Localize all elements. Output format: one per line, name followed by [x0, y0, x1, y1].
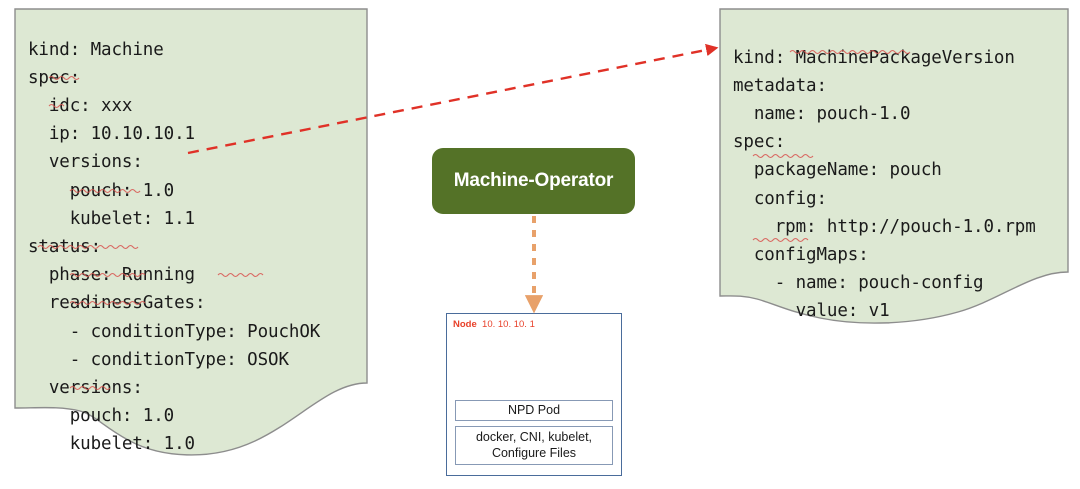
- npd-pod-box: NPD Pod: [455, 400, 613, 421]
- machine-package-version-note: kind: MachinePackageVersion metadata: na…: [719, 8, 1069, 322]
- machine-operator-label: Machine-Operator: [453, 170, 614, 191]
- node-box: Node 10. 10. 10. 1 NPD Pod docker, CNI, …: [446, 313, 622, 476]
- node-ip-label: 10. 10. 10. 1: [482, 319, 535, 330]
- machine-yaml-text: kind: Machine spec: idc: xxx ip: 10.10.1…: [28, 39, 321, 455]
- machine-resource-note: kind: Machine spec: idc: xxx ip: 10.10.1…: [14, 8, 368, 463]
- node-stack-label: docker, CNI, kubelet, Configure Files: [475, 430, 593, 460]
- node-title-label: Node: [453, 319, 477, 330]
- machine-operator-box[interactable]: Machine-Operator: [432, 148, 635, 214]
- npd-pod-label: NPD Pod: [507, 402, 561, 417]
- package-yaml-text: kind: MachinePackageVersion metadata: na…: [733, 47, 1036, 322]
- node-title: Node 10. 10. 10. 1: [453, 319, 535, 330]
- node-stack-box: docker, CNI, kubelet, Configure Files: [455, 426, 613, 465]
